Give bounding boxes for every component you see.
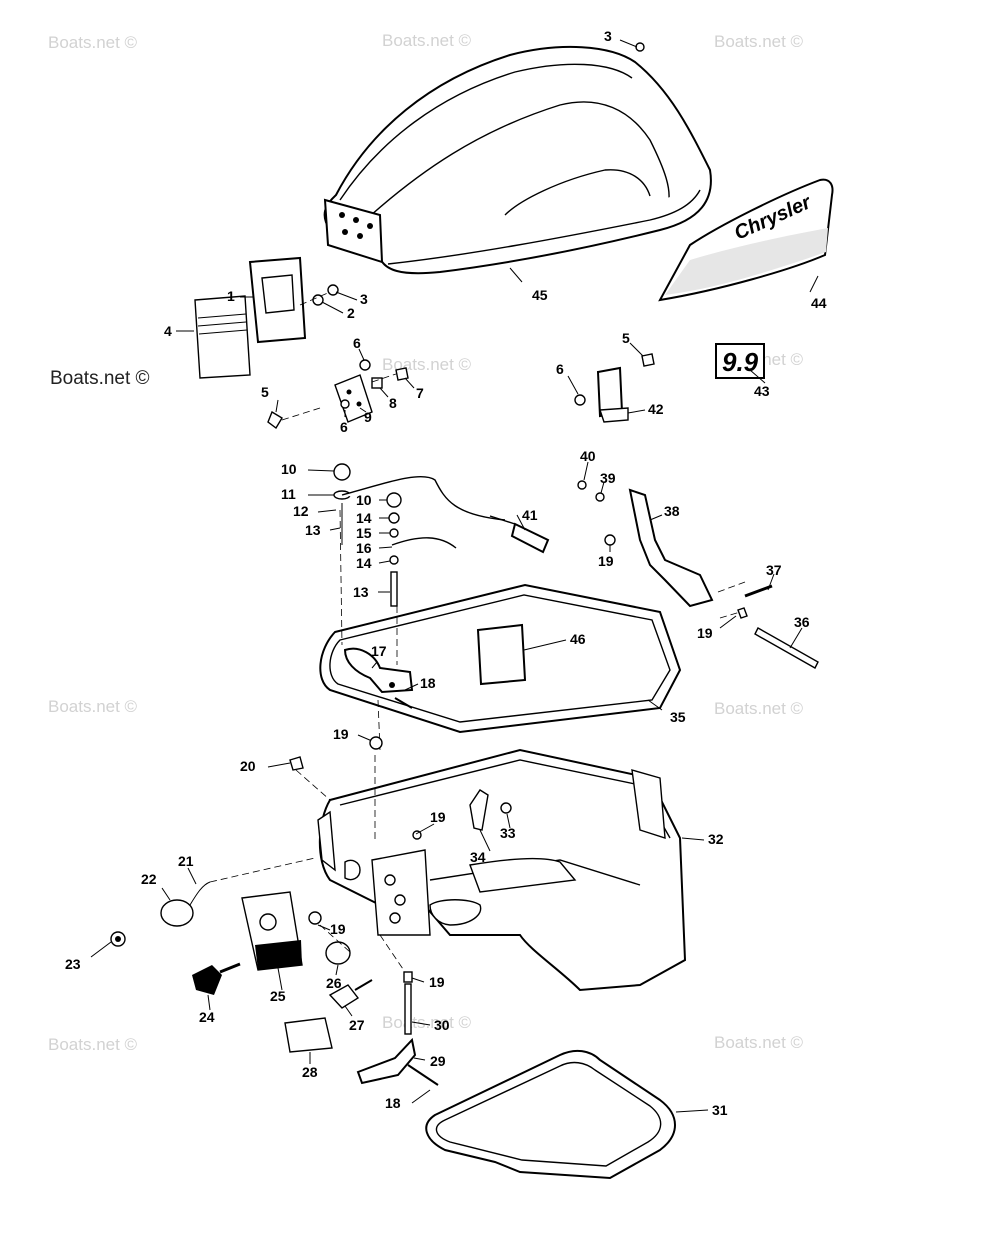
rear-plate: [194, 42, 645, 379]
callout-12: 12: [293, 503, 309, 519]
callout-35: 35: [670, 709, 686, 725]
leader-lines: [90, 39, 819, 1113]
callout-29: 29: [430, 1053, 446, 1069]
callout-44: 44: [811, 295, 827, 311]
callout-25: 25: [270, 988, 286, 1004]
callout-19: 19: [429, 974, 445, 990]
callout-15: 15: [356, 525, 372, 541]
watermark: Boats.net ©: [714, 32, 804, 51]
callout-19: 19: [330, 921, 346, 937]
callout-32: 32: [708, 831, 724, 847]
watermark: Boats.net ©: [382, 355, 472, 374]
watermark: Boats.net ©: [48, 1035, 138, 1054]
callout-33: 33: [500, 825, 516, 841]
dashed-guides: [209, 291, 746, 973]
callout-38: 38: [664, 503, 680, 519]
callout-19: 19: [430, 809, 446, 825]
callout-10: 10: [356, 492, 372, 508]
callout-42: 42: [648, 401, 664, 417]
callout-14: 14: [356, 510, 372, 526]
callout-labels: 1 2 3 3 4 5 5 6 6 6 7 8 9 10 10 11 12 13…: [65, 28, 827, 1118]
watermark: Boats.net ©: [714, 1033, 804, 1052]
watermark: Boats.net ©: [50, 368, 150, 389]
callout-34: 34: [470, 849, 486, 865]
watermark: Boats.net ©: [48, 33, 138, 52]
callout-40: 40: [580, 448, 596, 464]
callout-4: 4: [164, 323, 172, 339]
callout-39: 39: [600, 470, 616, 486]
callout-19: 19: [697, 625, 713, 641]
watermark-layer: Boats.net © Boats.net © Boats.net © Boat…: [48, 31, 804, 1054]
callout-26: 26: [326, 975, 342, 991]
callout-13: 13: [353, 584, 369, 600]
callout-10: 10: [281, 461, 297, 477]
watermark: Boats.net ©: [382, 31, 472, 50]
callout-6: 6: [556, 361, 564, 377]
callout-7: 7: [416, 385, 424, 401]
callout-31: 31: [712, 1102, 728, 1118]
lower-lever-and-gasket: [356, 971, 676, 1180]
callout-18: 18: [420, 675, 436, 691]
callout-2: 2: [347, 305, 355, 321]
callout-3: 3: [360, 291, 368, 307]
upper-cowl: [323, 45, 712, 275]
callout-16: 16: [356, 540, 372, 556]
callout-22: 22: [141, 871, 157, 887]
callout-46: 46: [570, 631, 586, 647]
callout-30: 30: [434, 1017, 450, 1033]
watermark: Boats.net ©: [382, 1013, 472, 1032]
watermark: Boats.net ©: [714, 699, 804, 718]
callout-23: 23: [65, 956, 81, 972]
callout-41: 41: [522, 507, 538, 523]
front-controls: [110, 881, 373, 1053]
callout-20: 20: [240, 758, 256, 774]
callout-14: 14: [356, 555, 372, 571]
callout-5: 5: [261, 384, 269, 400]
callout-3: 3: [604, 28, 612, 44]
model-decal: 9.9: [715, 343, 765, 379]
callout-13: 13: [305, 522, 321, 538]
callout-6: 6: [340, 419, 348, 435]
watermark: Boats.net ©: [48, 697, 138, 716]
callout-1: 1: [227, 288, 235, 304]
callout-19: 19: [333, 726, 349, 742]
callout-45: 45: [532, 287, 548, 303]
callout-43: 43: [754, 383, 770, 399]
callout-17: 17: [371, 643, 387, 659]
callout-18: 18: [385, 1095, 401, 1111]
callout-36: 36: [794, 614, 810, 630]
callout-37: 37: [766, 562, 782, 578]
callout-28: 28: [302, 1064, 318, 1080]
lower-cowl: [289, 748, 687, 992]
callout-5: 5: [622, 330, 630, 346]
callout-27: 27: [349, 1017, 365, 1033]
callout-11: 11: [281, 486, 296, 502]
callout-6: 6: [353, 335, 361, 351]
cowl-seal: [319, 583, 682, 734]
callout-9: 9: [364, 409, 372, 425]
callout-24: 24: [199, 1009, 215, 1025]
latch-bracket: [267, 353, 655, 430]
callout-21: 21: [178, 853, 194, 869]
callout-19: 19: [598, 553, 614, 569]
callout-8: 8: [389, 395, 397, 411]
